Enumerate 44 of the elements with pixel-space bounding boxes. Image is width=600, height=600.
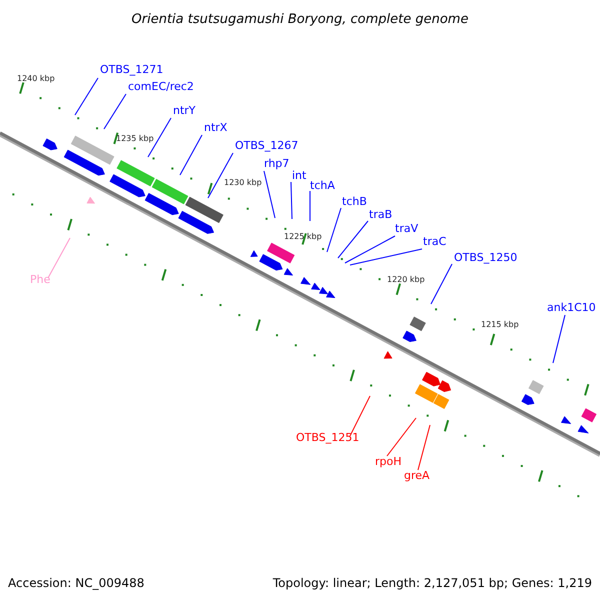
gene-label: ntrY <box>173 104 196 117</box>
leader-line <box>418 424 430 470</box>
gene-label: comEC/rec2 <box>128 80 194 93</box>
gene-label: OTBS_1250 <box>454 251 518 264</box>
gene-label: tchA <box>310 179 335 192</box>
leader-line <box>552 314 566 364</box>
scale-label: 1215 kbp <box>481 320 519 330</box>
leader-line <box>338 220 368 258</box>
scale-label: 1230 kbp <box>224 178 262 188</box>
genome-info-text: Topology: linear; Length: 2,127,051 bp; Genes: 1,219 <box>272 575 592 592</box>
gene-label: OTBS_1271 <box>100 63 164 76</box>
gene-label: tchB <box>342 195 367 208</box>
scale-label: 1220 kbp <box>387 275 425 285</box>
leader-line <box>290 182 292 220</box>
leader-line <box>148 118 172 158</box>
leader-line <box>74 78 98 116</box>
gene-label: ntrX <box>204 121 228 134</box>
leader-line <box>350 248 422 266</box>
leader-line <box>344 236 396 264</box>
scale-label: 1225 kbp <box>284 232 322 242</box>
leader-line <box>350 396 370 436</box>
leader-line <box>208 152 234 198</box>
scale-label: 1235 kbp <box>116 134 154 144</box>
gene-label: traB <box>369 208 392 221</box>
gene-label: int <box>292 169 306 182</box>
gene-label: rhp7 <box>264 157 290 170</box>
leader-line <box>104 94 126 130</box>
title: Orientia tsutsugamushi Boryong, complete genome <box>132 11 468 29</box>
leader-line <box>386 418 416 456</box>
gene-label: OTBS_1267 <box>235 139 298 152</box>
leader-line <box>430 264 452 304</box>
leader-line <box>180 134 202 176</box>
leader-line <box>48 238 70 278</box>
gene-label: traC <box>423 235 446 248</box>
scale-label: 1240 kbp <box>17 74 55 84</box>
gene-label: rpoH <box>375 455 402 468</box>
gene-label: traV <box>395 222 418 235</box>
gene-label: Phe <box>30 273 50 286</box>
leader-line <box>326 208 342 252</box>
leader-line <box>264 170 276 218</box>
gene-label: ank1C10 <box>547 301 596 314</box>
gene-label: OTBS_1251 <box>296 431 360 444</box>
accession-text: Accession: NC_009488 <box>8 575 144 592</box>
gene-label: greA <box>404 469 430 482</box>
